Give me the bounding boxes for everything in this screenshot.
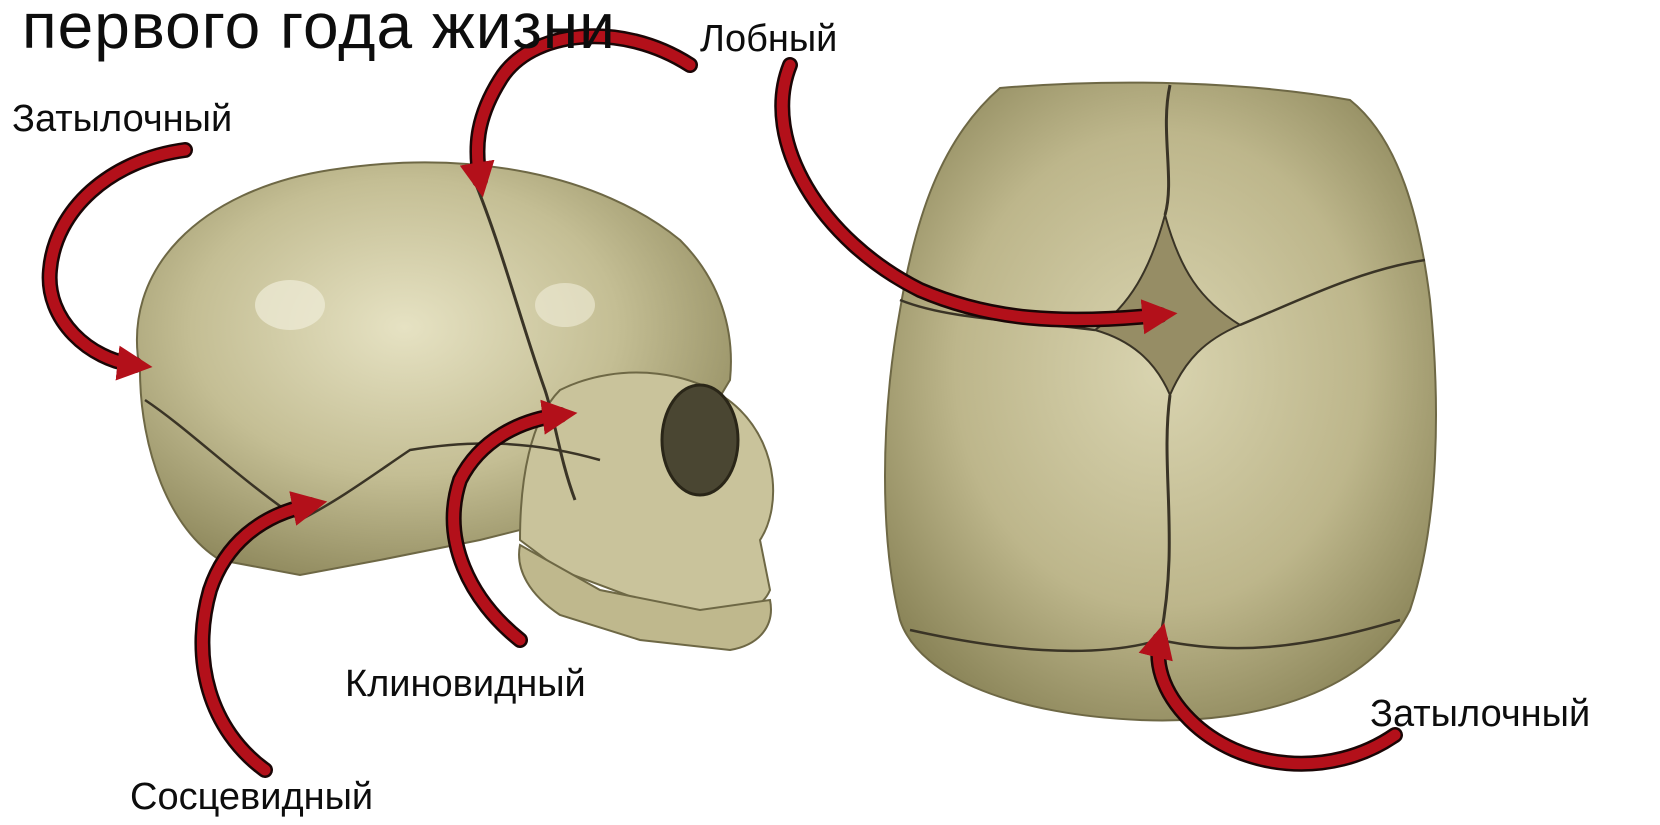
vault-top-view bbox=[885, 83, 1436, 721]
lateral-skull bbox=[137, 162, 773, 650]
superior-skull bbox=[885, 83, 1436, 721]
label-frontal: Лобный bbox=[700, 20, 837, 58]
label-occipital-left: Затылочный bbox=[12, 100, 232, 138]
frontal-eminence bbox=[535, 283, 595, 327]
orbit bbox=[662, 385, 738, 495]
label-mastoid: Сосцевидный bbox=[130, 778, 373, 816]
parietal-eminence bbox=[255, 280, 325, 330]
label-occipital-right: Затылочный bbox=[1370, 695, 1590, 733]
label-sphenoid: Клиновидный bbox=[345, 665, 586, 703]
page-title: первого года жизни bbox=[22, 0, 616, 58]
